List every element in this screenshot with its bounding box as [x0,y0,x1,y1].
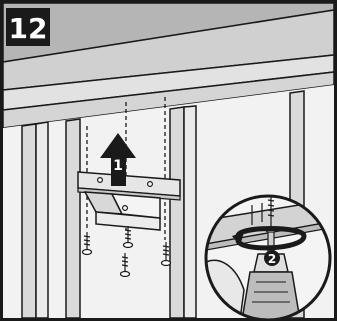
callout-1-label: 1 [113,158,123,174]
callout-2-label: 2 [268,252,276,266]
step-number: 12 [9,12,48,45]
step-number-badge: 12 [6,8,50,46]
